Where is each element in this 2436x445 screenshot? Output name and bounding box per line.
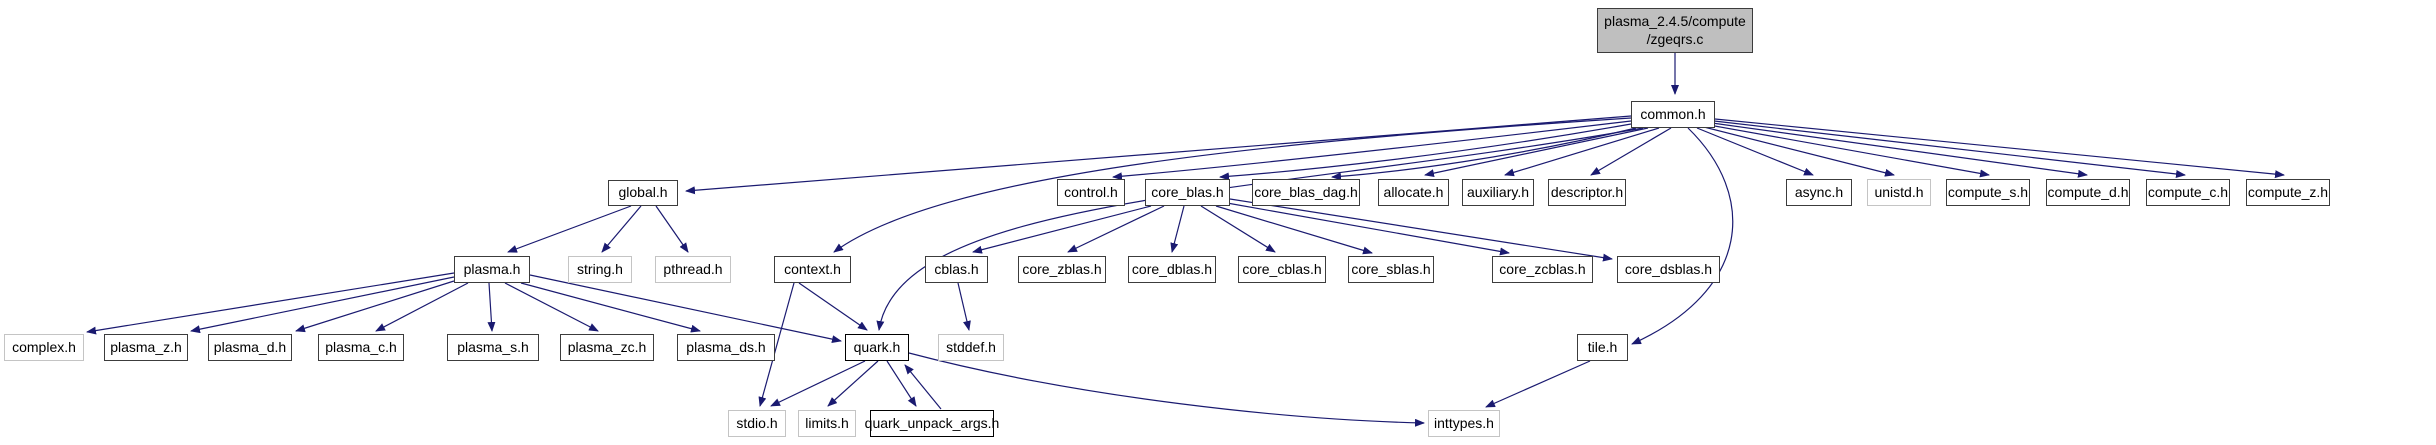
edge-plasma-plasma_z — [190, 276, 455, 334]
edge-core_blas-cblas — [972, 205, 1152, 254]
edge-tile-inttypes — [1485, 360, 1591, 408]
node-control[interactable]: control.h — [1057, 179, 1125, 206]
edge-common-tile — [1631, 127, 1734, 345]
node-pthread: pthread.h — [655, 256, 731, 283]
node-plasma_zc[interactable]: plasma_zc.h — [560, 334, 654, 361]
node-core_cblas[interactable]: core_cblas.h — [1238, 256, 1326, 283]
edge-core_blas-core_cblas — [1200, 205, 1276, 253]
node-core_blas_dag[interactable]: core_blas_dag.h — [1252, 179, 1360, 206]
edge-common-global — [685, 115, 1632, 195]
node-plasma_ds[interactable]: plasma_ds.h — [677, 334, 775, 361]
node-stdio: stdio.h — [728, 410, 786, 437]
edge-core_blas-core_sblas — [1215, 205, 1373, 255]
edge-plasma-plasma_ds — [520, 282, 701, 333]
edge-quark-inttypes — [908, 352, 1425, 427]
node-unistd: unistd.h — [1867, 179, 1931, 206]
edge-common-compute_d — [1711, 122, 2088, 178]
node-zgeqrs: plasma_2.4.5/compute /zgeqrs.c — [1597, 8, 1753, 53]
node-core_zcblas[interactable]: core_zcblas.h — [1492, 256, 1593, 283]
edge-common-core_blas_dag — [1331, 127, 1637, 181]
edge-core_blas-core_dblas — [1170, 205, 1185, 253]
edge-common-compute_c — [1713, 120, 2186, 178]
node-plasma_z[interactable]: plasma_z.h — [104, 334, 188, 361]
edge-common-control — [1112, 120, 1632, 181]
edge-plasma-plasma_c — [375, 282, 469, 332]
edge-plasma-plasma_s — [487, 282, 496, 332]
node-plasma[interactable]: plasma.h — [454, 256, 530, 283]
edge-quark_unpack-quark — [904, 364, 942, 410]
edge-quark-stdio — [770, 360, 866, 407]
node-compute_s[interactable]: compute_s.h — [1946, 179, 2030, 206]
edge-context-quark — [798, 282, 868, 331]
node-descriptor[interactable]: descriptor.h — [1548, 179, 1626, 206]
edge-core_blas-core_zcblas — [1226, 202, 1510, 256]
node-compute_c[interactable]: compute_c.h — [2146, 179, 2230, 206]
edge-common-compute_s — [1708, 124, 1990, 178]
node-global[interactable]: global.h — [608, 180, 678, 206]
node-common[interactable]: common.h — [1631, 101, 1715, 128]
node-allocate[interactable]: allocate.h — [1378, 179, 1449, 206]
edge-global-pthread — [655, 205, 689, 253]
node-limits: limits.h — [798, 410, 856, 437]
node-core_blas[interactable]: core_blas.h — [1145, 179, 1230, 206]
node-core_dblas[interactable]: core_dblas.h — [1128, 256, 1216, 283]
edge-plasma-plasma_d — [295, 280, 455, 333]
edge-plasma-complex — [86, 272, 455, 335]
edge-context-stdio — [758, 282, 795, 407]
node-async[interactable]: async.h — [1786, 179, 1852, 206]
node-core_sblas[interactable]: core_sblas.h — [1348, 256, 1434, 283]
node-compute_z[interactable]: compute_z.h — [2246, 179, 2330, 206]
node-compute_d[interactable]: compute_d.h — [2046, 179, 2130, 206]
node-complex: complex.h — [4, 334, 84, 361]
edge-core_blas-core_dsblas — [1229, 198, 1613, 262]
edge-global-plasma — [507, 205, 632, 253]
node-string: string.h — [568, 256, 632, 283]
edge-common-auxiliary — [1504, 127, 1660, 177]
node-tile[interactable]: tile.h — [1577, 334, 1628, 361]
edge-core_blas-core_zblas — [1067, 205, 1165, 253]
node-plasma_s[interactable]: plasma_s.h — [447, 334, 539, 361]
edge-common-async — [1696, 127, 1814, 176]
edge-common-core_blas — [1219, 123, 1632, 181]
edge-cblas-stddef — [957, 282, 971, 331]
edge-common-allocate — [1424, 127, 1649, 178]
edge-common-descriptor — [1590, 127, 1672, 176]
node-inttypes: inttypes.h — [1428, 410, 1500, 437]
edge-plasma-quark — [529, 274, 842, 344]
node-core_dsblas[interactable]: core_dsblas.h — [1617, 256, 1720, 283]
edge-common-unistd — [1703, 126, 1895, 177]
node-core_zblas[interactable]: core_zblas.h — [1018, 256, 1106, 283]
node-cblas[interactable]: cblas.h — [925, 256, 988, 283]
edge-global-string — [601, 205, 642, 253]
edge-common-compute_z — [1714, 118, 2285, 179]
node-plasma_c[interactable]: plasma_c.h — [318, 334, 404, 361]
edge-quark-quark_unpack — [886, 360, 917, 407]
node-stddef: stddef.h — [938, 334, 1004, 361]
node-context[interactable]: context.h — [774, 256, 851, 283]
node-plasma_d[interactable]: plasma_d.h — [208, 334, 292, 361]
node-quark[interactable]: quark.h — [845, 334, 909, 361]
edge-plasma-plasma_zc — [504, 282, 599, 332]
edge-common-quark — [876, 127, 1644, 331]
node-quark_unpack[interactable]: quark_unpack_args.h — [865, 410, 999, 437]
node-auxiliary[interactable]: auxiliary.h — [1462, 179, 1534, 206]
edge-quark-limits — [827, 360, 879, 407]
edge-common-context — [833, 117, 1632, 253]
